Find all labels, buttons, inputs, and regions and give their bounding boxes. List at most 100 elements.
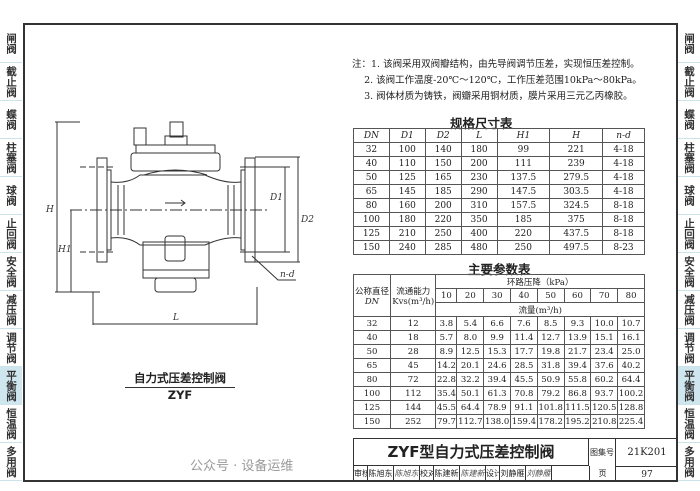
table-cell: 112.7	[456, 414, 485, 429]
sidebar-tab-multi[interactable]: 多用阀	[678, 443, 700, 481]
sidebar-tab-safety[interactable]: 安全阀	[678, 253, 700, 291]
table-cell: 12	[389, 316, 437, 331]
table-cell: 4-18	[602, 184, 645, 199]
table-cell: 28.5	[510, 358, 538, 373]
table-cell: 220	[424, 212, 462, 227]
tab-label: 恒温阀	[5, 407, 17, 440]
table-cell: 3.8	[435, 316, 458, 331]
table-cell: 65	[353, 184, 390, 199]
table-cell: 185	[424, 184, 462, 199]
table-cell: 480	[460, 240, 498, 255]
table-cell: 79.2	[536, 386, 565, 401]
table-cell: 40	[353, 156, 390, 171]
table-cell: 37.6	[590, 358, 619, 373]
table-cell: 99	[496, 142, 551, 157]
table-cell: 157.5	[496, 198, 551, 213]
table-cell: 165	[424, 170, 462, 185]
table-cell: 8-18	[602, 212, 645, 227]
table-cell: 350	[460, 212, 498, 227]
sidebar-tab-plunger[interactable]: 柱塞阀	[678, 139, 700, 177]
pressure-header: 40	[510, 288, 538, 303]
table-cell: 145	[388, 184, 426, 199]
signature-cell: 刘静雁	[500, 466, 526, 482]
table-cell: 111	[496, 156, 551, 171]
table-cell: 400	[460, 226, 498, 241]
sidebar-tab-gate[interactable]: 闸阀	[0, 25, 22, 63]
drawing-title: ZYF型自力式压差控制阀	[354, 439, 589, 466]
table-cell: 72	[389, 372, 437, 387]
header-flow: 流量(m³/h)	[435, 302, 645, 317]
sidebar-tab-ball[interactable]: 球阀	[678, 177, 700, 215]
table-cell: 4-18	[602, 156, 645, 171]
table-cell: 12.7	[536, 330, 565, 345]
sidebar-tab-multi[interactable]: 多用阀	[0, 443, 22, 481]
page-number: 97	[616, 466, 678, 482]
tab-label: 闸阀	[683, 33, 695, 54]
table-cell: 240	[388, 240, 426, 255]
header-kvs-sub: Kvs(m³/h)	[392, 296, 435, 307]
table-cell: 250	[496, 240, 551, 255]
sidebar-tab-ball[interactable]: 球阀	[0, 177, 22, 215]
sidebar-tab-safety[interactable]: 安全阀	[0, 253, 22, 291]
table-cell: 200	[424, 198, 462, 213]
sidebar-tab-butterfly[interactable]: 蝶阀	[678, 101, 700, 139]
sidebar-tab-balancing[interactable]: 平衡阀	[0, 367, 22, 405]
signature-cell: 陈建新	[460, 466, 486, 482]
caption-model: ZYF	[167, 388, 193, 402]
sidebar-tab-gate[interactable]: 闸阀	[678, 25, 700, 63]
sidebar-tab-plunger[interactable]: 柱塞阀	[0, 139, 22, 177]
sidebar-tab-thermostatic[interactable]: 恒温阀	[678, 405, 700, 443]
pressure-header: 10	[435, 288, 458, 303]
table-cell: 39.4	[563, 358, 592, 373]
sidebar-tab-thermostatic[interactable]: 恒温阀	[0, 405, 22, 443]
sidebar-tab-globe[interactable]: 截止阀	[678, 63, 700, 101]
table-cell: 64.4	[617, 372, 645, 387]
column-header: H1	[496, 128, 551, 143]
table-cell: 159.4	[510, 414, 538, 429]
column-header: D1	[388, 128, 426, 143]
table-cell: 310	[460, 198, 498, 213]
sidebar-tab-reducing[interactable]: 减压阀	[678, 291, 700, 329]
table-cell: 25.0	[617, 344, 645, 359]
sidebar-tab-active[interactable]: 平衡阀	[678, 367, 700, 405]
sidebar-tab-globe[interactable]: 截止阀	[0, 63, 22, 101]
table-cell: 150	[353, 414, 391, 429]
table-cell: 8-18	[602, 226, 645, 241]
table-cell: 50	[353, 170, 390, 185]
sidebar-tab-reducing[interactable]: 减压阀	[0, 291, 22, 329]
signature-cell: 陈旭东	[368, 466, 394, 482]
tab-label: 安全阀	[5, 255, 17, 288]
column-header: DN	[353, 128, 390, 143]
tab-label: 止回阀	[683, 217, 695, 250]
signature-cell: 刘静雁	[526, 466, 552, 482]
table-cell: 28	[389, 344, 437, 359]
sidebar-tab-check[interactable]: 止回阀	[0, 215, 22, 253]
sidebar-right: 闸阀 截止阀 蝶阀 柱塞阀 球阀 止回阀 安全阀 减压阀 调节阀 平衡阀 恒温阀…	[678, 25, 700, 481]
tab-label: 闸阀	[5, 33, 17, 54]
table-cell: 138.0	[483, 414, 512, 429]
page-label: 页	[589, 466, 616, 482]
table-cell: 303.5	[549, 184, 604, 199]
table-cell: 125	[353, 226, 390, 241]
sidebar-tab-check[interactable]: 止回阀	[678, 215, 700, 253]
sidebar-tab-butterfly[interactable]: 蝶阀	[0, 101, 22, 139]
label-d1: D1	[269, 193, 283, 203]
table-cell: 45	[389, 358, 437, 373]
table-cell: 225.4	[617, 414, 645, 429]
tab-label: 截止阀	[5, 65, 17, 98]
table-cell: 32	[353, 142, 390, 157]
watermark: 公众号 · 设备运维	[190, 459, 294, 474]
sidebar-tab-regulating[interactable]: 调节阀	[0, 329, 22, 367]
table-cell: 39.4	[483, 372, 512, 387]
table-cell: 110	[388, 156, 426, 171]
sidebar-tab-regulating[interactable]: 调节阀	[678, 329, 700, 367]
